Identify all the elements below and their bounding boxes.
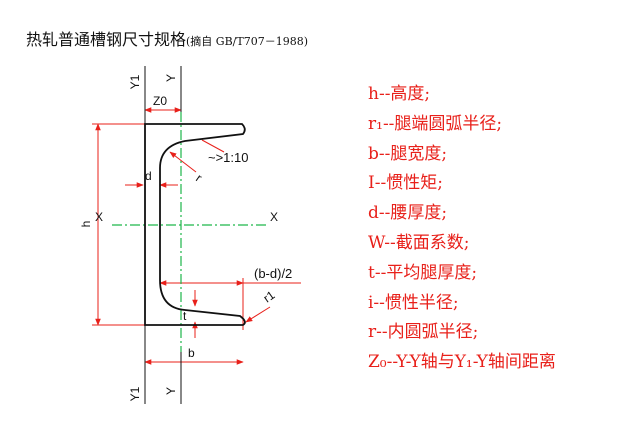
legend-item-h: h--高度; xyxy=(368,84,431,104)
legend-item-r: r--内圆弧半径; xyxy=(368,322,479,343)
label-y1-top: Y1 xyxy=(128,74,142,89)
title-source: (摘自 GB/T707－1988) xyxy=(186,35,308,48)
label-b: b xyxy=(188,346,195,360)
label-slope: ~>1:10 xyxy=(208,150,249,165)
dimension-lines xyxy=(92,107,301,368)
title-main: 热轧普通槽钢尺寸规格 xyxy=(26,30,187,49)
axis-lines xyxy=(144,66,182,404)
label-z0: Z0 xyxy=(153,94,167,108)
label-r1: r1 xyxy=(261,288,278,306)
legend-item-r1: r₁--腿端圆弧半径; xyxy=(368,113,503,134)
channel-outline xyxy=(144,123,246,326)
page-title: 热轧普通槽钢尺寸规格(摘自 GB/T707－1988) xyxy=(26,26,308,50)
label-h: h xyxy=(79,221,93,228)
symbol-legend: h--高度; r₁--腿端圆弧半径; b--腿宽度; I--惯性矩; d--腰厚… xyxy=(368,80,556,378)
label-y-top: Y xyxy=(164,74,178,82)
label-b-minus-d: (b-d)/2 xyxy=(254,266,292,281)
label-y1-bottom: Y1 xyxy=(128,386,142,401)
centerlines xyxy=(112,112,268,352)
legend-item-t: t--平均腿厚度; xyxy=(368,262,478,283)
legend-item-b: b--腿宽度; xyxy=(368,143,448,164)
legend-item-d: d--腰厚度; xyxy=(368,203,448,224)
label-r: r xyxy=(193,171,204,185)
label-x-right: X xyxy=(270,210,278,224)
label-t: t xyxy=(183,309,187,323)
label-d: d xyxy=(145,169,152,183)
legend-item-i-radius: i--惯性半径; xyxy=(368,292,459,313)
legend-item-w: W--截面系数; xyxy=(368,232,470,253)
legend-item-i-moment: I--惯性矩; xyxy=(368,173,443,194)
label-y-bottom: Y xyxy=(164,387,178,395)
legend-item-z0: Z₀--Y-Y轴与Y₁-Y轴间距离 xyxy=(368,352,556,373)
label-x-left: X xyxy=(95,210,103,224)
